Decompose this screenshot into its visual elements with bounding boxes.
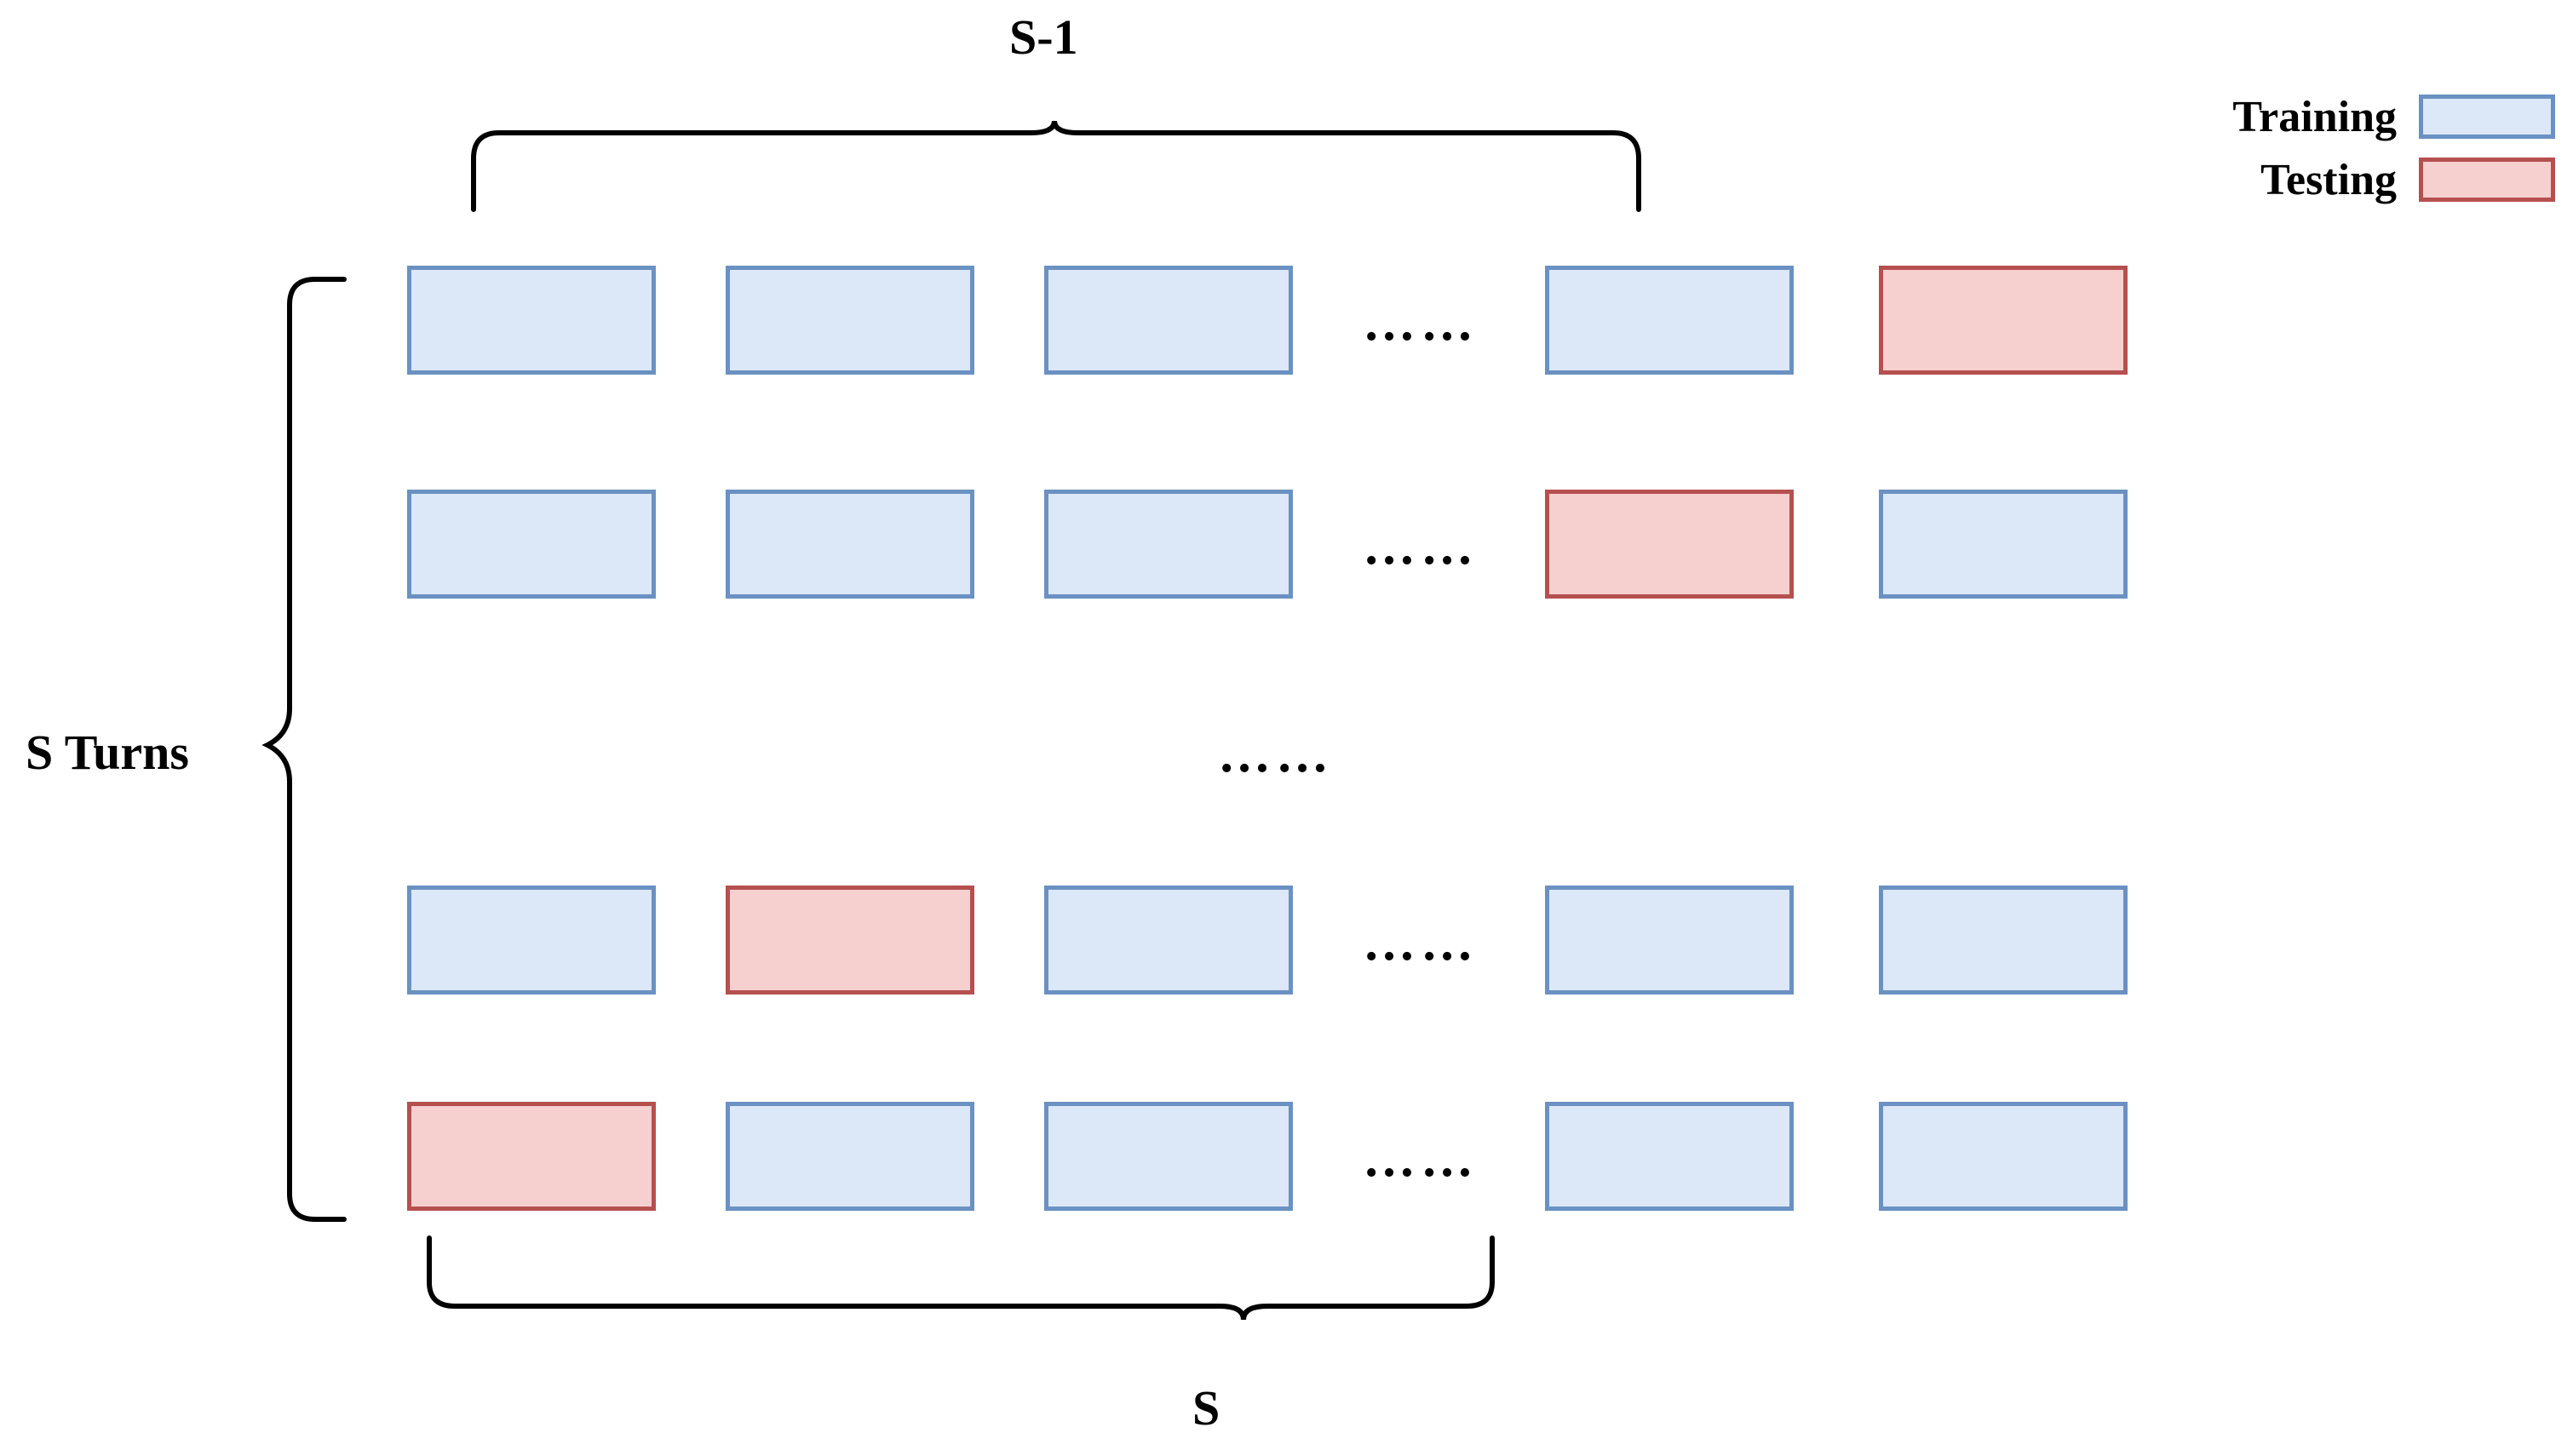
grid-cell-training[interactable] <box>1044 490 1293 599</box>
grid-cell-testing[interactable] <box>726 886 974 995</box>
row-ellipsis: …… <box>1363 294 1479 352</box>
grid-cell-training[interactable] <box>726 1102 974 1211</box>
column-ellipsis: …… <box>1218 725 1334 783</box>
top-bracket-label: S-1 <box>1009 9 1078 65</box>
grid-cell-training[interactable] <box>1545 1102 1794 1211</box>
grid-cell-training[interactable] <box>1044 266 1293 375</box>
row-ellipsis: …… <box>1363 914 1479 972</box>
grid-cell-testing[interactable] <box>1879 266 2128 375</box>
legend-item-training: Training <box>2163 85 2555 148</box>
top-brace-icon <box>471 120 1641 212</box>
grid-cell-training[interactable] <box>1545 886 1794 995</box>
legend-label-training: Training <box>2232 92 2397 141</box>
grid-cell-training[interactable] <box>1879 490 2128 599</box>
grid-cell-training[interactable] <box>1879 1102 2128 1211</box>
bottom-bracket-label: S <box>1192 1380 1220 1436</box>
grid-cell-training[interactable] <box>407 266 656 375</box>
left-brace-icon <box>261 277 347 1222</box>
left-bracket-label: S Turns <box>26 725 189 780</box>
legend-swatch-testing <box>2419 158 2555 202</box>
grid-cell-training[interactable] <box>1545 266 1794 375</box>
grid-cell-training[interactable] <box>1879 886 2128 995</box>
grid-cell-training[interactable] <box>407 886 656 995</box>
grid-cell-training[interactable] <box>1044 886 1293 995</box>
bottom-brace-icon <box>427 1235 1495 1321</box>
legend-swatch-training <box>2419 95 2555 139</box>
row-ellipsis: …… <box>1363 518 1479 576</box>
grid-cell-testing[interactable] <box>407 1102 656 1211</box>
grid-cell-training[interactable] <box>726 490 974 599</box>
legend: Training Testing <box>2163 85 2555 211</box>
legend-label-testing: Testing <box>2260 155 2397 204</box>
legend-item-testing: Testing <box>2163 148 2555 211</box>
grid-cell-training[interactable] <box>1044 1102 1293 1211</box>
row-ellipsis: …… <box>1363 1130 1479 1188</box>
grid-cell-training[interactable] <box>407 490 656 599</box>
grid-cell-testing[interactable] <box>1545 490 1794 599</box>
grid-cell-training[interactable] <box>726 266 974 375</box>
